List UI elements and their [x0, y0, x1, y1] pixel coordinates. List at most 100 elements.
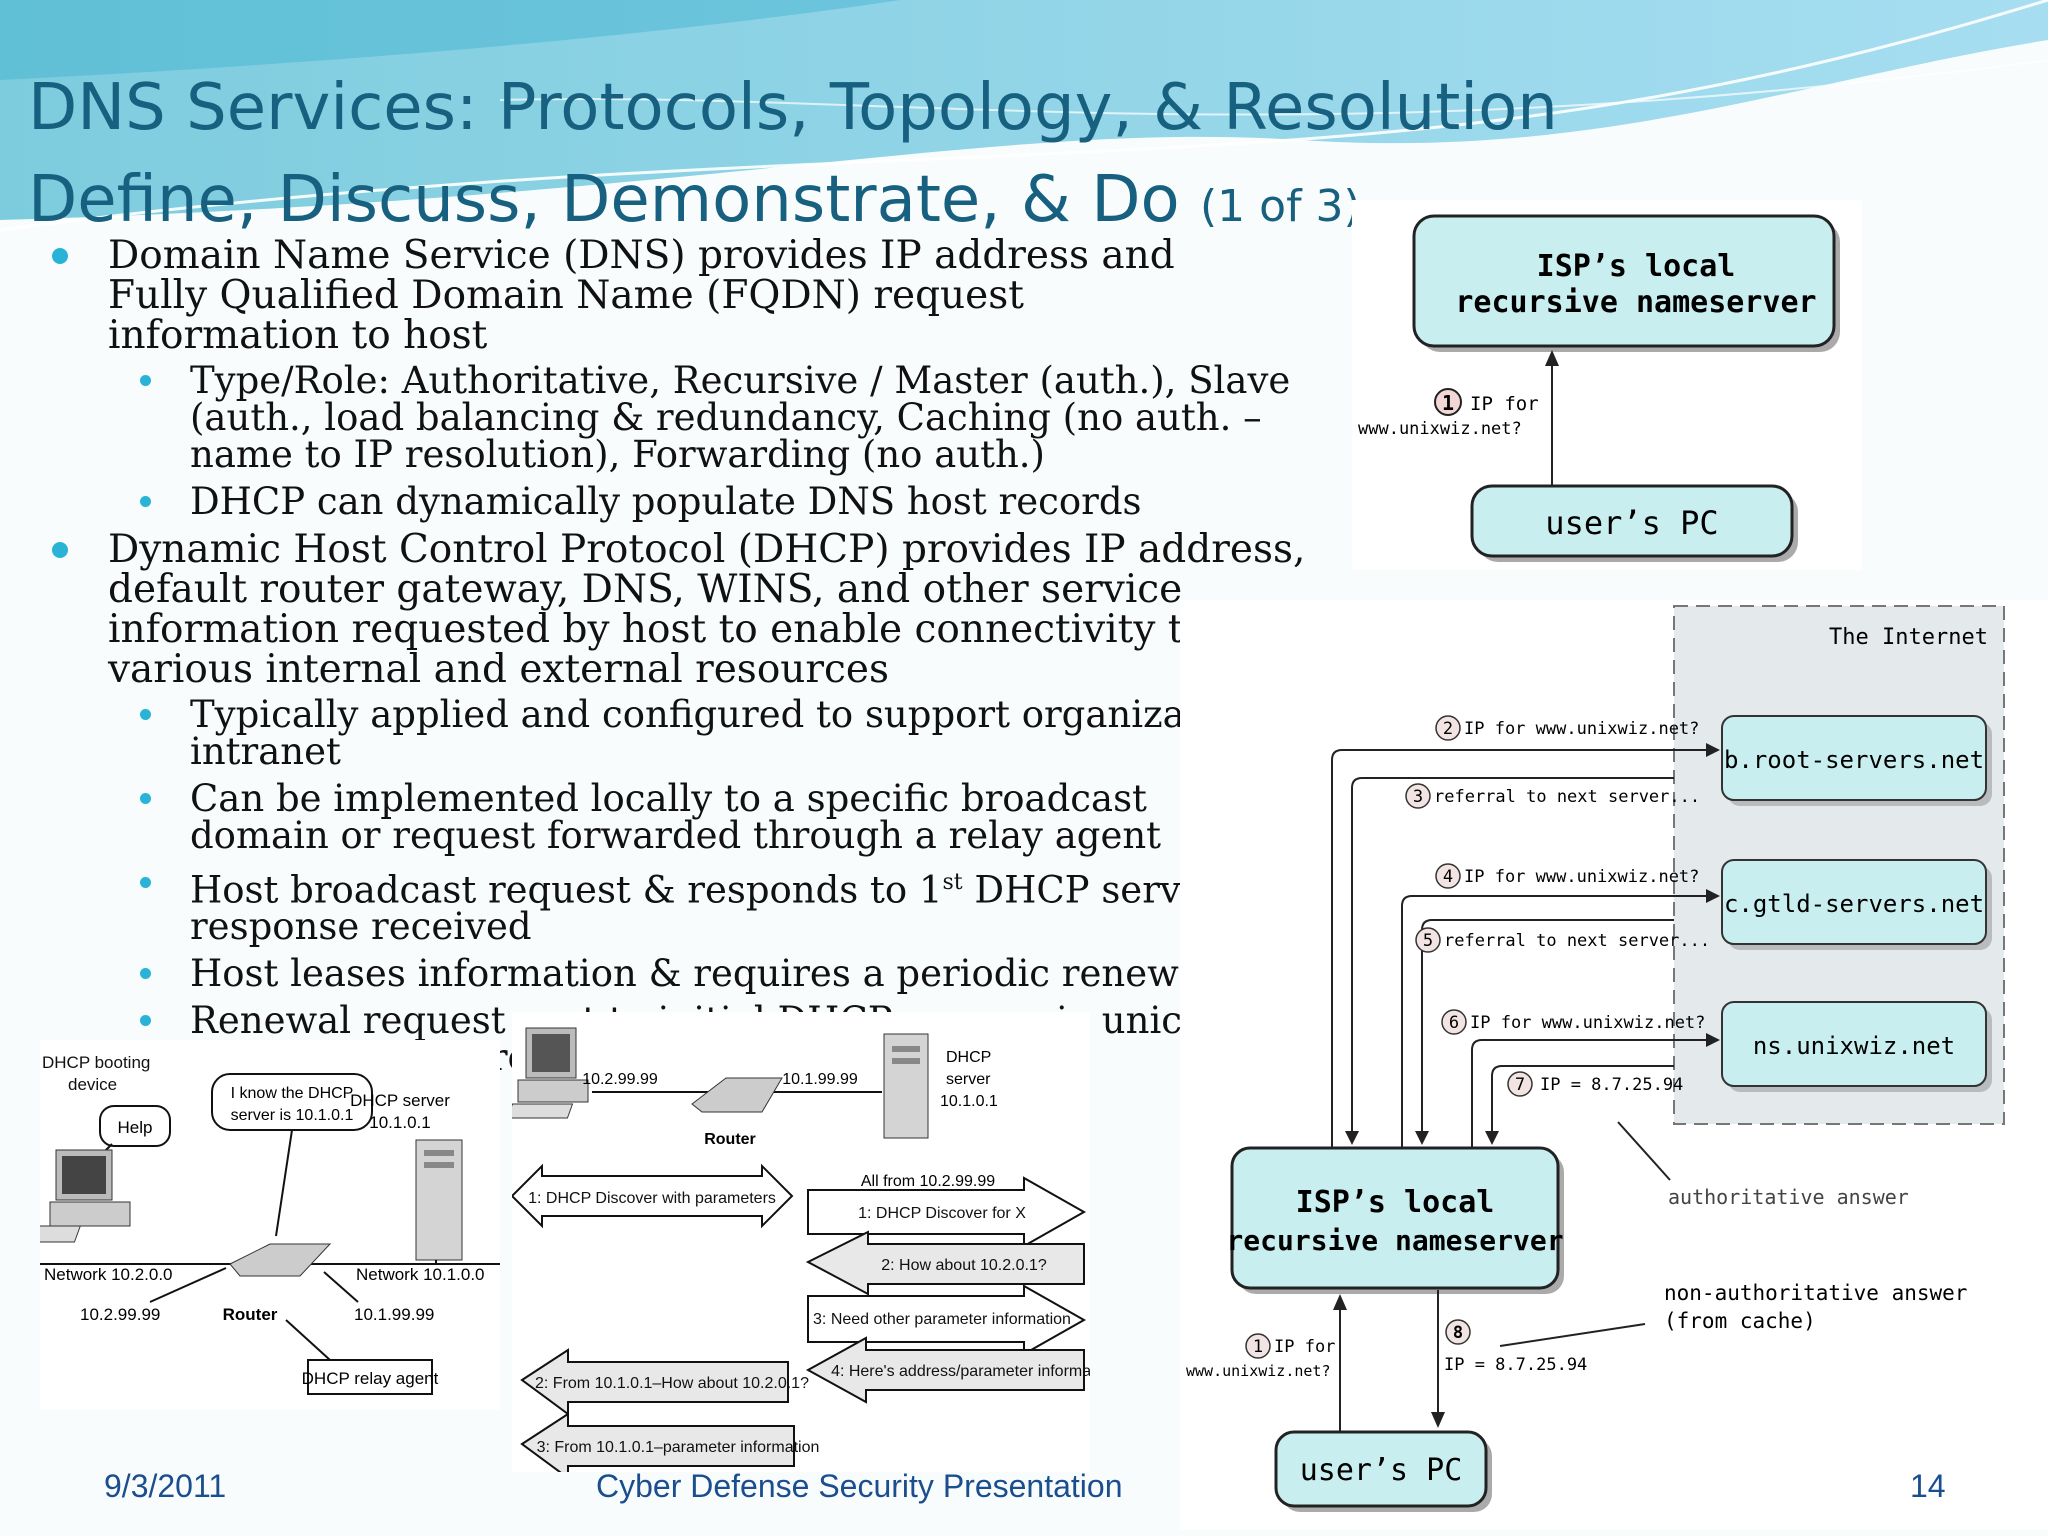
authoritative-server-label: ns.unixwiz.net	[1753, 1032, 1955, 1060]
bullet-dhcp-broadcast: Host broadcast request & responds to 1st…	[40, 864, 1300, 945]
dhcp-flow-diagram: 10.2.99.99 10.1.99.99 Router DHCP server…	[512, 1012, 1090, 1472]
big-user-pc-label: user’s PC	[1300, 1453, 1463, 1488]
net-left-label: Network 10.2.0.0	[44, 1265, 173, 1284]
step1-label: IP for	[1470, 393, 1539, 415]
flow-server-icon	[883, 1033, 929, 1139]
big-step1-domain: www.unixwiz.net?	[1186, 1362, 1331, 1380]
help-bubble	[99, 1105, 171, 1147]
flow-server-line1: DHCP	[946, 1049, 991, 1066]
bullet-dhcp-broadcast-sup: st	[942, 870, 963, 895]
dhcp-server-icon	[415, 1139, 463, 1261]
step4-badge	[1435, 863, 1461, 889]
big-step1-label: IP for	[1274, 1337, 1335, 1357]
step3-text: referral to next server...	[1434, 787, 1700, 807]
isp-nameserver-box	[1412, 214, 1836, 348]
step5-text: referral to next server...	[1444, 931, 1710, 951]
step4-number: 4	[1443, 867, 1453, 887]
bullet-dns-dhcp: DHCP can dynamically populate DNS host r…	[40, 483, 1300, 520]
step3-badge	[1405, 783, 1431, 809]
relay-ip-left: 10.2.99.99	[80, 1305, 160, 1324]
authoritative-server-box	[1721, 1001, 1987, 1087]
booting-line1: DHCP booting	[42, 1053, 150, 1072]
step8-number: 8	[1453, 1323, 1463, 1343]
dhcp-relay-diagram: DHCP booting device Help I know the DHCP…	[40, 1040, 500, 1410]
flow-ip-left: 10.2.99.99	[582, 1071, 658, 1088]
msg5-arrow	[805, 1336, 1085, 1404]
step7-text: IP = 8.7.25.94	[1540, 1075, 1683, 1095]
step8-text: IP = 8.7.25.94	[1444, 1355, 1587, 1375]
bullet-dhcp: Dynamic Host Control Protocol (DHCP) pro…	[40, 530, 1308, 690]
big-user-pc-box	[1274, 1430, 1488, 1508]
msg6-text: 2: From 10.1.0.1–How about 10.2.0.1?	[535, 1375, 809, 1392]
bullet-dhcp-lease: Host leases information & requires a per…	[40, 955, 1300, 992]
bullet-dhcp-broadcast-b: DHCP server response received	[190, 868, 1221, 949]
page-number: 14	[1910, 1468, 1946, 1504]
isp-box-line2: recursive nameserver	[1455, 285, 1816, 320]
subtitle-main: Define, Discuss, Demonstrate, & Do	[28, 163, 1180, 237]
step3-number: 3	[1413, 787, 1423, 807]
step7-badge	[1507, 1071, 1533, 1097]
big-step1-number: 1	[1253, 1337, 1263, 1357]
footer-date: 9/3/2011	[104, 1468, 227, 1504]
authoritative-answer-label: authoritative answer	[1668, 1185, 1909, 1209]
subtitle-suffix: (1 of 3)	[1200, 181, 1361, 232]
msg3-text: 2: How about 10.2.0.1?	[881, 1257, 1047, 1274]
flow-server-line2: server	[946, 1071, 991, 1088]
relay-server-line2: 10.1.0.1	[369, 1113, 430, 1132]
flow-server-line3: 10.1.0.1	[940, 1093, 998, 1110]
relay-router-label: Router	[223, 1305, 278, 1324]
msg4-text: 3: Need other parameter information	[813, 1311, 1071, 1328]
flow-ip-right: 10.1.99.99	[782, 1071, 858, 1088]
msg4-arrow	[807, 1284, 1087, 1356]
msg2-arrow	[807, 1176, 1087, 1248]
internet-label: The Internet	[1829, 625, 1988, 650]
msg7-text: 3: From 10.1.0.1–parameter information	[537, 1439, 820, 1456]
step4-text: IP for www.unixwiz.net?	[1464, 867, 1699, 887]
resolver-line2: recursive nameserver	[1226, 1224, 1563, 1257]
nonauth-line1: non-authoritative answer	[1664, 1281, 1967, 1305]
msg6-arrow	[520, 1348, 789, 1416]
msg1-arrow	[512, 1163, 794, 1229]
flow-router-label: Router	[704, 1131, 756, 1148]
help-label: Help	[118, 1118, 153, 1137]
footer-title: Cyber Defense Security Presentation	[596, 1468, 1123, 1504]
msg7-arrow	[520, 1412, 795, 1472]
booting-computer-icon	[40, 1149, 131, 1243]
slide-title: DNS Services: Protocols, Topology, & Res…	[28, 71, 1558, 145]
flow-router-icon	[691, 1077, 783, 1113]
relay-server-line1: DHCP server	[350, 1091, 450, 1110]
all-from-label: All from 10.2.99.99	[861, 1173, 995, 1190]
bullet-dhcp-relay: Can be implemented locally to a specific…	[40, 780, 1290, 854]
step6-number: 6	[1449, 1013, 1459, 1033]
step2-number: 2	[1443, 719, 1453, 739]
relay-ip-right: 10.1.99.99	[354, 1305, 434, 1324]
root-server-box	[1721, 715, 1987, 801]
dns-recursive-diagram: The Internet b.root-servers.net c.gtld-s…	[1180, 600, 2048, 1530]
resolver-line1: ISP’s local	[1296, 1185, 1495, 1220]
step6-badge	[1441, 1009, 1467, 1035]
step5-number: 5	[1423, 931, 1433, 951]
msg2-text: 1: DHCP Discover for X	[858, 1205, 1026, 1222]
gtld-server-box	[1721, 859, 1987, 945]
bullet-dhcp-broadcast-a: Host broadcast request & responds to 1	[190, 868, 943, 912]
nonauth-line2: (from cache)	[1664, 1309, 1816, 1333]
bullet-list: Domain Name Service (DNS) provides IP ad…	[40, 236, 1305, 1086]
bullet-dns: Domain Name Service (DNS) provides IP ad…	[40, 236, 1198, 356]
step1-number: 1	[1442, 391, 1454, 415]
slide-subtitle: Define, Discuss, Demonstrate, & Do (1 of…	[28, 168, 1361, 232]
msg1-text: 1: DHCP Discover with parameters	[528, 1190, 776, 1207]
step6-text: IP for www.unixwiz.net?	[1470, 1013, 1705, 1033]
isp-box-line1: ISP’s local	[1537, 249, 1736, 284]
router-icon	[229, 1243, 332, 1277]
step1-badge	[1434, 388, 1462, 416]
booting-line2: device	[68, 1075, 117, 1094]
relay-agent-box	[307, 1359, 433, 1395]
step1-domain: www.unixwiz.net?	[1358, 419, 1522, 439]
know-line1: I know the DHCP	[231, 1085, 354, 1102]
net-right-label: Network 10.1.0.0	[356, 1265, 485, 1284]
step5-badge	[1415, 927, 1441, 953]
step2-text: IP for www.unixwiz.net?	[1464, 719, 1699, 739]
dns-simple-diagram: ISP’s local recursive nameserver 1 IP fo…	[1352, 200, 1862, 570]
relay-agent-label: DHCP relay agent	[302, 1369, 439, 1388]
